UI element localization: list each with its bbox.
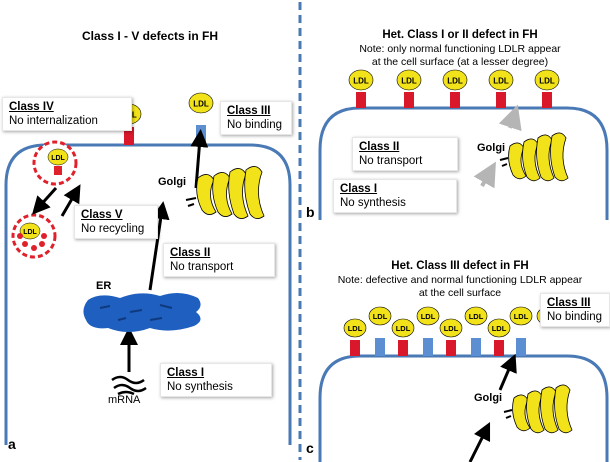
svg-text:LDL: LDL <box>51 155 65 162</box>
panel-a-title: Class I - V defects in FH <box>81 29 219 43</box>
panel-a-class-i-box: Class I No synthesis <box>160 363 272 397</box>
svg-text:LDL: LDL <box>469 312 484 321</box>
panel-c-class-iii-text: No binding <box>547 311 602 323</box>
svg-text:LDL: LDL <box>539 77 555 86</box>
panel-a-golgi-stack <box>196 166 265 219</box>
arrow-golgi-to-membrane <box>190 129 209 189</box>
panel-a-class-v-vesicle: LDL <box>11 213 57 259</box>
panel-c-class-iii-heading: Class III <box>547 297 591 309</box>
panel-b-cell-membrane <box>318 106 609 220</box>
panel-a-class-ii-box: Class II No transport <box>163 243 275 277</box>
panel-b-class-ii-box: Class II No transport <box>352 137 458 171</box>
panel-c-golgi-label: Golgi <box>474 392 503 404</box>
svg-text:LDL: LDL <box>421 312 436 321</box>
panel-a-class-iii-receptor: LDL <box>188 92 214 145</box>
panel-b-note-line-2: at the cell surface (at a lesser degree) <box>371 56 549 68</box>
class-iv-heading: Class IV <box>9 101 54 113</box>
panel-b-title: Het. Class I or II defect in FH <box>382 29 538 41</box>
class-i-heading: Class I <box>167 367 205 379</box>
panel-b-golgi-label: Golgi <box>477 142 506 154</box>
panel-a-letter: a <box>8 436 16 452</box>
panel-b-class-i-heading: Class I <box>340 183 378 195</box>
class-v-heading: Class V <box>81 209 123 221</box>
panel-c-title: Het. Class III defect in FH <box>391 260 529 272</box>
panel-b-grey-arrow-upper <box>498 104 522 132</box>
class-v-text: No recycling <box>81 223 145 235</box>
panel-a-class-iv-vesicle: LDL <box>32 140 78 186</box>
panel-b-class-i-text: No synthesis <box>340 197 406 209</box>
panel-a-cell-membrane <box>4 143 292 445</box>
class-iii-text: No binding <box>227 119 282 131</box>
panel-c-note-line-1: Note: defective and normal functioning L… <box>337 274 583 286</box>
panel-c-cell-membrane <box>318 354 609 462</box>
panel-a-mrna-glyph <box>111 375 147 396</box>
panel-c-arrow-upper <box>498 353 517 391</box>
panel-c-note-line-2: at the cell surface <box>418 287 502 299</box>
svg-text:LDL: LDL <box>348 324 363 333</box>
svg-text:LDL: LDL <box>23 229 37 236</box>
panel-c-class-iii-box: Class III No binding <box>540 293 610 327</box>
svg-text:LDL: LDL <box>193 100 209 109</box>
panel-a-er-detail <box>99 304 173 321</box>
panel-b-class-i-box: Class I No synthesis <box>333 179 457 213</box>
panel-c-surface-receptors: LDL LDL LDL LDL LDL LDL LDL LDL LDL <box>343 306 560 356</box>
svg-text:LDL: LDL <box>492 324 507 333</box>
class-i-text: No synthesis <box>167 381 233 393</box>
svg-text:LDL: LDL <box>447 77 463 86</box>
panel-a-class-iii-box: Class III No binding <box>220 101 292 135</box>
panel-b-golgi-stack <box>508 132 569 182</box>
panel-c-arrow-lower <box>468 421 491 462</box>
svg-text:LDL: LDL <box>401 77 417 86</box>
panel-b-grey-arrow-lower <box>473 161 496 189</box>
panel-a-er <box>83 292 201 332</box>
arrow-vesicle-up <box>60 184 81 217</box>
panel-c-golgi-vesicles <box>503 409 513 419</box>
panel-c-letter: c <box>306 440 314 456</box>
panel-b-class-ii-heading: Class II <box>359 141 400 153</box>
panel-b-golgi-vesicles <box>499 157 509 167</box>
panel-b-letter: b <box>306 204 315 220</box>
panel-a-class-iv-box: Class IV No internalization <box>2 97 132 131</box>
svg-text:LDL: LDL <box>444 324 459 333</box>
panel-a-er-label: ER <box>96 280 112 292</box>
svg-text:LDL: LDL <box>396 324 411 333</box>
panel-b-note-line-1: Note: only normal functioning LDLR appea… <box>359 43 561 55</box>
svg-text:LDL: LDL <box>353 77 369 86</box>
class-iv-text: No internalization <box>9 115 98 127</box>
svg-text:LDL: LDL <box>493 77 509 86</box>
panel-b-class-ii-text: No transport <box>359 155 423 167</box>
svg-text:LDL: LDL <box>373 312 388 321</box>
arrow-er-to-golgi <box>148 201 170 291</box>
class-ii-heading: Class II <box>170 247 211 259</box>
panel-a-golgi-label: Golgi <box>158 176 187 188</box>
svg-text:LDL: LDL <box>514 312 529 321</box>
arrow-vesicle-down <box>31 186 58 215</box>
class-iii-heading: Class III <box>227 105 271 117</box>
panel-c-golgi-stack <box>512 384 573 434</box>
class-ii-text: No transport <box>170 261 234 273</box>
panel-b-surface-receptors: LDL LDL LDL LDL LDL <box>348 69 560 108</box>
panel-a-class-v-box: Class V No recycling <box>74 205 158 239</box>
panel-a-mrna-label: mRNA <box>108 394 141 406</box>
panel-a-golgi-vesicles <box>185 197 197 207</box>
